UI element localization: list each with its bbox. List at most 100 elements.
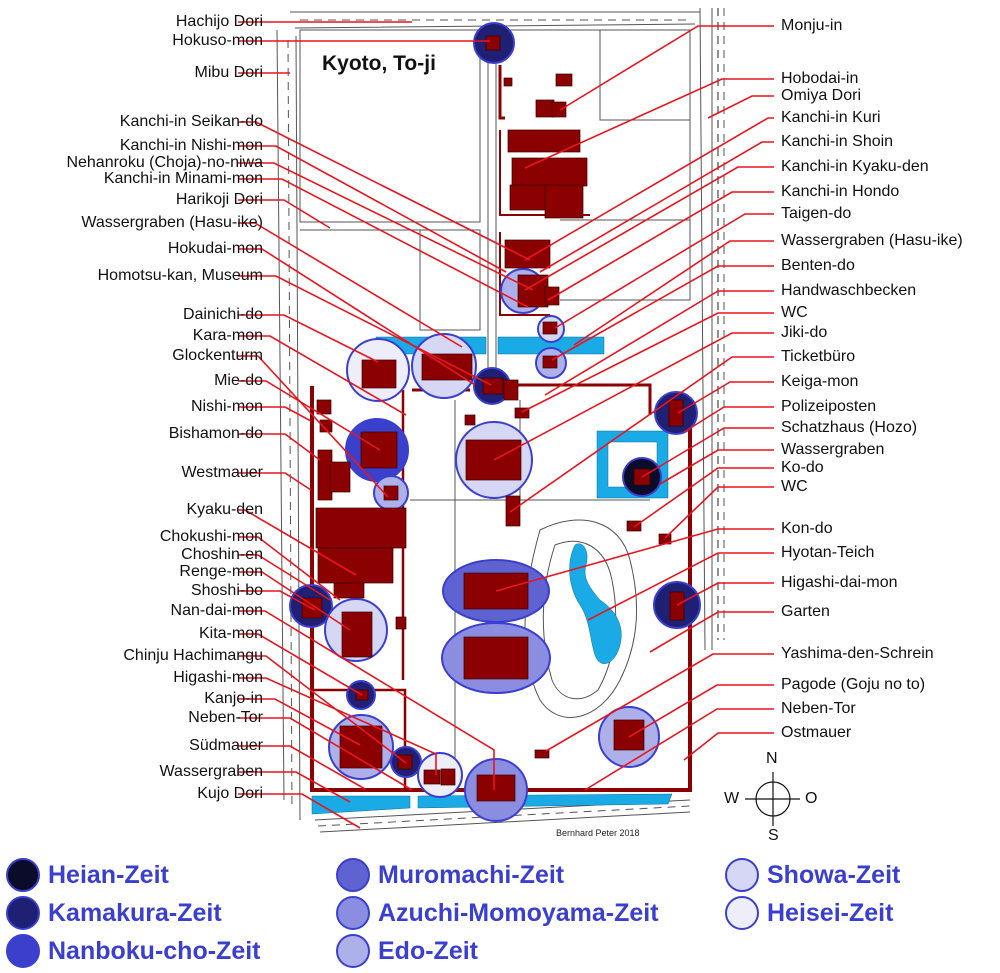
legend-item-edo: Edo-Zeit: [336, 932, 478, 970]
legend-item-muromachi: Muromachi-Zeit: [336, 856, 564, 894]
building-kon-do: [463, 636, 529, 680]
compass-west: W: [724, 790, 740, 807]
legend-swatch: [336, 858, 370, 892]
label-wc-2: WC: [781, 478, 808, 495]
label-taigen-do: Taigen-do: [781, 205, 852, 222]
label-wassergraben-hasu-ike-left: Wassergraben (Hasu-ike): [81, 214, 263, 231]
legend-label: Nanboku-cho-Zeit: [48, 936, 261, 965]
label-handwaschbecken: Handwaschbecken: [781, 282, 917, 299]
label-wassergraben-left: Wassergraben: [159, 763, 263, 780]
label-kanchi-in-shoin: Kanchi-in Shoin: [781, 133, 894, 150]
label-neben-tor-left: Neben-Tor: [188, 709, 263, 726]
label-kon-do: Kon-do: [781, 520, 833, 537]
label-shoshi-bo: Shoshi-bo: [190, 582, 263, 599]
label-wassergraben-right: Wassergraben: [781, 441, 885, 458]
label-yashima-den-schrein: Yashima-den-Schrein: [781, 645, 934, 662]
label-kanchi-in-kuri: Kanchi-in Kuri: [781, 109, 881, 126]
label-benten-do: Benten-do: [781, 257, 855, 274]
compass: [745, 772, 800, 826]
label-bishamon-do: Bishamon-do: [168, 425, 263, 442]
label-suedmauer: Südmauer: [189, 737, 263, 754]
label-choshin-en: Choshin-en: [181, 546, 263, 563]
label-nan-dai-mon: Nan-dai-mon: [170, 602, 263, 619]
legend-label: Heisei-Zeit: [767, 898, 894, 927]
building-nan-dai-mon: [476, 774, 516, 802]
label-ko-do: Ko-do: [781, 459, 824, 476]
map-title: Kyoto, To-ji: [322, 52, 436, 75]
label-glockenturm: Glockenturm: [172, 347, 263, 364]
credit-text: Bernhard Peter 2018: [556, 828, 640, 838]
leader-lines-right: [493, 25, 774, 791]
label-higashi-mon: Higashi-mon: [173, 669, 263, 686]
building-keiga-mon: [668, 399, 684, 427]
buildings: [301, 35, 685, 802]
label-nehanroku: Nehanroku (Choja)-no-niwa: [66, 154, 263, 171]
label-kanchi-in-seikan-do: Kanchi-in Seikan-do: [119, 113, 263, 130]
label-wc-1: WC: [781, 304, 808, 321]
south-moat-east: [417, 793, 673, 809]
compass-south: S: [768, 827, 779, 844]
label-wassergraben-hasu-ike-right: Wassergraben (Hasu-ike): [781, 232, 963, 249]
label-monju-in: Monju-in: [781, 17, 843, 34]
building-yashima-den: [534, 749, 550, 759]
building-kanjo-in: [339, 725, 383, 769]
label-ostmauer: Ostmauer: [781, 724, 852, 741]
legend-label: Azuchi-Momoyama-Zeit: [378, 898, 659, 927]
building-pagode: [613, 719, 645, 751]
label-pagode: Pagode (Goju no to): [781, 676, 926, 693]
legend-swatch: [6, 858, 40, 892]
label-garten: Garten: [781, 603, 830, 620]
label-kujo-dori: Kujo Dori: [197, 785, 263, 802]
legend-label: Muromachi-Zeit: [378, 860, 565, 889]
compass-east: O: [805, 790, 818, 807]
label-chokushi-mon: Chokushi-mon: [159, 528, 263, 545]
label-renge-mon: Renge-mon: [179, 563, 263, 580]
label-polizeiposten: Polizeiposten: [781, 398, 877, 415]
label-higashi-dai-mon: Higashi-dai-mon: [781, 574, 898, 591]
label-jiki-do: Jiki-do: [781, 324, 828, 341]
legend-item-heisei: Heisei-Zeit: [725, 894, 893, 932]
legend-item-nanboku-cho: Nanboku-cho-Zeit: [6, 932, 261, 970]
building-dainichi-do: [361, 359, 397, 389]
label-keiga-mon: Keiga-mon: [781, 373, 859, 390]
legend-swatch: [725, 896, 759, 930]
legend-swatch: [6, 896, 40, 930]
legend-swatch: [725, 858, 759, 892]
legend-label: Heian-Zeit: [48, 860, 169, 889]
south-moat-west: [311, 795, 411, 815]
label-mibu-dori: Mibu Dori: [194, 64, 263, 81]
label-kanjo-in: Kanjo-in: [204, 690, 263, 707]
building-kyaku-den: [341, 611, 373, 658]
building-glockenturm: [383, 485, 399, 501]
label-kara-mon: Kara-mon: [192, 327, 263, 344]
legend-item-heian: Heian-Zeit: [6, 856, 169, 894]
label-kanchi-in-hondo: Kanchi-in Hondo: [781, 183, 900, 200]
building-kara-mon: [482, 377, 504, 395]
legend-item-showa: Showa-Zeit: [725, 856, 900, 894]
label-mie-do: Mie-do: [214, 372, 263, 389]
label-homotsu-kan: Homotsu-kan, Museum: [97, 267, 263, 284]
legend-swatch: [6, 934, 40, 968]
label-hokudai-mon: Hokudai-mon: [167, 240, 263, 257]
label-chinju-hachimangu: Chinju Hachimangu: [123, 647, 263, 664]
label-ticketbuero: Ticketbüro: [781, 348, 856, 365]
label-nishi-mon: Nishi-mon: [190, 398, 263, 415]
building-hokuso-mon: [485, 35, 501, 51]
building-higashi-dai-mon: [669, 591, 685, 621]
label-hokuso-mon: Hokuso-mon: [172, 32, 263, 49]
label-kyaku-den: Kyaku-den: [186, 501, 264, 518]
leader-lines-left: [238, 21, 534, 829]
legend-label: Showa-Zeit: [767, 860, 901, 889]
label-westmauer: Westmauer: [181, 464, 263, 481]
legend-swatch: [336, 934, 370, 968]
label-dainichi-do: Dainichi-do: [182, 306, 263, 323]
compass-north: N: [766, 750, 778, 767]
label-neben-tor-right: Neben-Tor: [781, 700, 856, 717]
hozo-moat: [596, 430, 669, 499]
label-omiya-dori: Omiya Dori: [781, 87, 862, 104]
label-kanchi-in-minami-mon: Kanchi-in Minami-mon: [103, 170, 263, 187]
label-hyotan-teich: Hyotan-Teich: [781, 544, 875, 561]
legend-item-kamakura: Kamakura-Zeit: [6, 894, 222, 932]
legend-label: Kamakura-Zeit: [48, 898, 222, 927]
label-kanchi-in-nishi-mon: Kanchi-in Nishi-mon: [119, 137, 263, 154]
